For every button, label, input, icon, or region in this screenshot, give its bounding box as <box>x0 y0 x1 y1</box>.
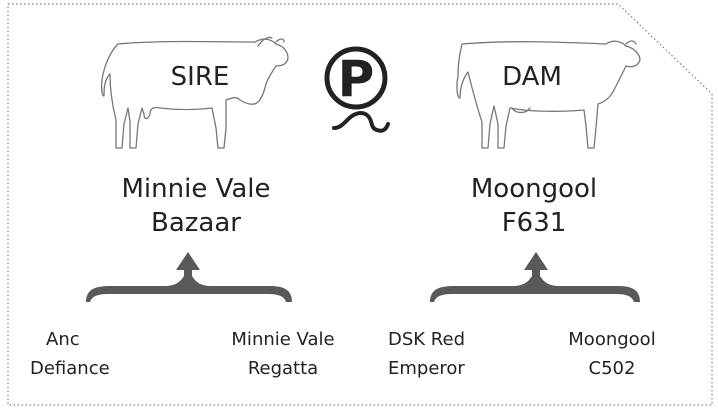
dam-parent-2-line2: C502 <box>589 358 636 379</box>
sire-name-line1: Minnie Vale <box>121 174 270 204</box>
sire-parent-1-line2: Defiance <box>30 358 110 379</box>
bull-outline-icon <box>100 36 289 149</box>
dam-name-line2: F631 <box>502 208 567 238</box>
sire-parent-2-line2: Regatta <box>248 358 318 379</box>
dam-parent-2-line1: Moongool <box>568 329 655 350</box>
cow-outline-icon <box>456 40 641 149</box>
dam-bracket <box>430 276 640 302</box>
sire-parent-1-line1: Anc <box>46 329 80 350</box>
dam-parent-1-line2: Emperor <box>388 358 465 379</box>
dotted-frame <box>7 3 713 406</box>
dam-name-line1: Moongool <box>471 174 597 204</box>
dam-label: DAM <box>502 62 562 92</box>
sire-label: SIRE <box>171 62 230 92</box>
polled-p-logo-icon: P <box>324 46 390 133</box>
sire-name-line2: Bazaar <box>151 208 241 238</box>
sire-bracket <box>86 276 292 302</box>
dam-parent-1-line1: DSK Red <box>388 329 465 350</box>
sire-parent-2-line1: Minnie Vale <box>231 329 334 350</box>
logo-letter: P <box>338 50 375 108</box>
